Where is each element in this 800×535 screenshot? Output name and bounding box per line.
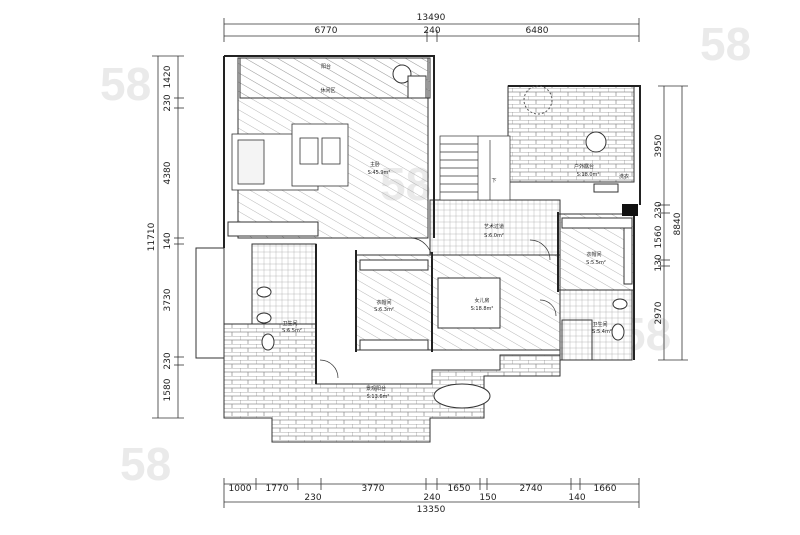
left-dim-6: 230 (163, 352, 173, 369)
left-dim-7: 1580 (163, 378, 173, 401)
left-dim-2: 230 (163, 94, 173, 111)
closet2-area: S:5.5m² (586, 260, 606, 266)
corridor-label: 艺术过道 (484, 223, 504, 230)
svg-text:58: 58 (700, 18, 751, 70)
toilet-2 (611, 323, 625, 341)
outdoor-terrace-floor (507, 85, 635, 183)
outdoor-label: 户外露台 (574, 163, 594, 170)
right-dim-1: 3950 (654, 134, 664, 157)
bottom-dim-5: 2740 (520, 484, 543, 494)
outdoor-table (585, 131, 607, 153)
bottom-sub-1: 230 (304, 493, 321, 503)
bath1-label: 卫生间 (282, 320, 297, 327)
right-dim-4: 130 (654, 254, 664, 271)
toilet-1 (261, 333, 275, 351)
outdoor-area: S:18.0m² (577, 172, 600, 178)
svg-text:58: 58 (120, 438, 171, 490)
bottom-sub-4: 140 (568, 493, 585, 503)
laundry-unit (593, 183, 619, 193)
lounge-table (407, 75, 427, 99)
landscape-balcony-floor (223, 323, 561, 443)
left-total-dim: 11710 (147, 222, 157, 251)
top-dim-2: 240 (423, 26, 440, 36)
closet2-wardrobe (561, 217, 633, 229)
balcony-label: 阳台 (321, 63, 331, 70)
walls (223, 55, 641, 384)
top-dim-1: 6770 (315, 26, 338, 36)
bottom-dim-1: 1000 (229, 484, 252, 494)
bath2-area: S:5.4m² (592, 329, 612, 335)
left-dim-3: 4380 (163, 161, 173, 184)
bottom-dimension-line (223, 478, 640, 508)
laundry-note: 洗衣 (619, 173, 629, 180)
terrace-area: S:13.6m² (367, 394, 390, 400)
shower (561, 319, 593, 361)
door-swings (319, 237, 557, 379)
top-total-dim: 13490 (417, 13, 446, 23)
bottom-dim-2: 1770 (266, 484, 289, 494)
top-dim-3: 6480 (526, 26, 549, 36)
bottom-sub-3: 150 (479, 493, 496, 503)
svg-text:58: 58 (100, 58, 151, 110)
bottom-dim-4: 1650 (448, 484, 471, 494)
master-bed (231, 123, 349, 191)
stairs-down-label: 下 (491, 178, 496, 184)
bottom-sub-2: 240 (423, 493, 440, 503)
closet-area: S:6.3m² (374, 307, 394, 313)
bath1-area: S:6.5m² (282, 328, 302, 334)
corridor-area: S:6.0m² (484, 233, 504, 239)
master-area: S:45.9m² (368, 170, 391, 176)
left-dim-4: 140 (163, 232, 173, 249)
daughter-label: 女儿房 (474, 297, 489, 304)
left-dimension-line (152, 55, 184, 419)
lounge-chair (392, 64, 412, 84)
bottom-dim-6: 1660 (594, 484, 617, 494)
bottom-dim-3: 3770 (362, 484, 385, 494)
bottom-total-dim: 13350 (417, 505, 446, 515)
right-dim-2: 230 (654, 201, 664, 218)
closet-wardrobe (359, 259, 429, 271)
bathtub (433, 383, 491, 409)
right-dimension-line (658, 85, 688, 361)
master-wardrobe (227, 221, 319, 237)
closet-label: 衣帽间 (376, 299, 391, 306)
leisure-label: 休闲区 (320, 87, 335, 94)
daughter-area: S:18.8m² (471, 306, 494, 312)
sink-3 (612, 298, 628, 310)
top-dimension-line (223, 18, 640, 42)
sink-1 (256, 286, 272, 298)
bath2-label: 卫生间 (592, 321, 607, 328)
side-balcony (195, 247, 225, 359)
closet2-label: 衣帽间 (586, 251, 601, 258)
right-total-dim: 8840 (673, 212, 683, 235)
right-dim-5: 2970 (654, 301, 664, 324)
closet-wardrobe-bottom (359, 339, 429, 351)
closet2-side-wardrobe (623, 227, 633, 285)
outdoor-plant (523, 85, 553, 115)
right-dim-3: 1560 (654, 225, 664, 248)
master-label: 主卧 (370, 161, 380, 168)
sink-2 (256, 312, 272, 324)
left-dim-1: 1420 (163, 65, 173, 88)
terrace-label: 景观阳台 (366, 385, 386, 392)
staircase (439, 135, 511, 201)
daughter-bed (437, 277, 501, 329)
left-dim-5: 3730 (163, 288, 173, 311)
black-column (622, 204, 638, 216)
